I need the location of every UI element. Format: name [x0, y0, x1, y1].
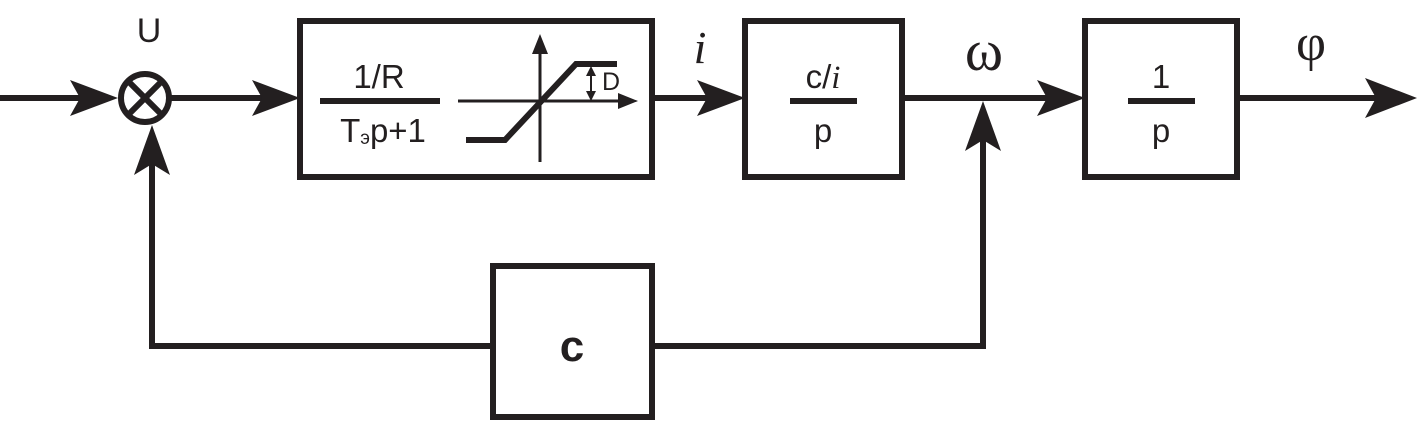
saturation-graph: [458, 34, 638, 162]
output-arrowhead: [1365, 78, 1417, 118]
feedback-sum-arrowhead: [134, 125, 170, 175]
signal-omega-label: ω: [965, 18, 1003, 83]
input-arrowhead: [70, 80, 118, 116]
block3-numerator: 1: [1152, 58, 1170, 95]
summing-junction: [118, 71, 172, 125]
block1-numerator: 1/R: [353, 58, 404, 95]
signal-phi-label: φ: [1296, 15, 1326, 72]
signal-i-label: i: [694, 22, 707, 73]
feedback-block-label: c: [560, 322, 584, 371]
block2-to-block3-arrowhead: [1037, 80, 1085, 116]
block1-denominator: Tэp+1: [340, 112, 426, 149]
feedback-return-line: [149, 160, 493, 349]
block2-denominator: p: [814, 112, 832, 149]
feedback-omega-arrowhead: [965, 101, 1001, 151]
feedback-block: [490, 263, 655, 420]
feedback-path-line: [652, 140, 986, 349]
block3-denominator: p: [1152, 112, 1170, 149]
block2-numerator: c/i: [806, 58, 841, 96]
block1-to-block2-arrowhead: [697, 80, 745, 116]
sum-to-block1-arrowhead: [252, 80, 300, 116]
saturation-label: D: [602, 68, 620, 96]
input-label: U: [137, 12, 162, 50]
